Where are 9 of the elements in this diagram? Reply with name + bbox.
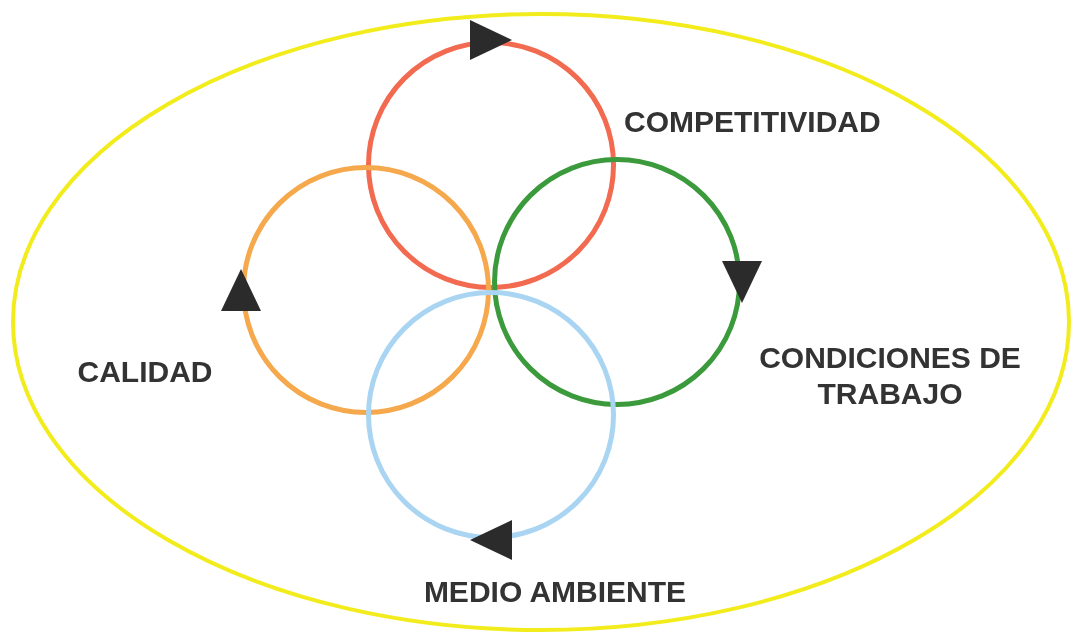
cycle-circle xyxy=(492,157,742,407)
cycle-circle xyxy=(366,40,616,290)
circle-label: CONDICIONES DE TRABAJO xyxy=(758,340,1022,412)
circle-label: COMPETITIVIDAD xyxy=(624,104,882,140)
cycle-circle xyxy=(241,165,491,415)
cycle-circle xyxy=(366,290,616,540)
circle-label: MEDIO AMBIENTE xyxy=(422,574,688,610)
ellipse-outline xyxy=(11,12,1071,632)
circle-label: CALIDAD xyxy=(76,354,214,390)
